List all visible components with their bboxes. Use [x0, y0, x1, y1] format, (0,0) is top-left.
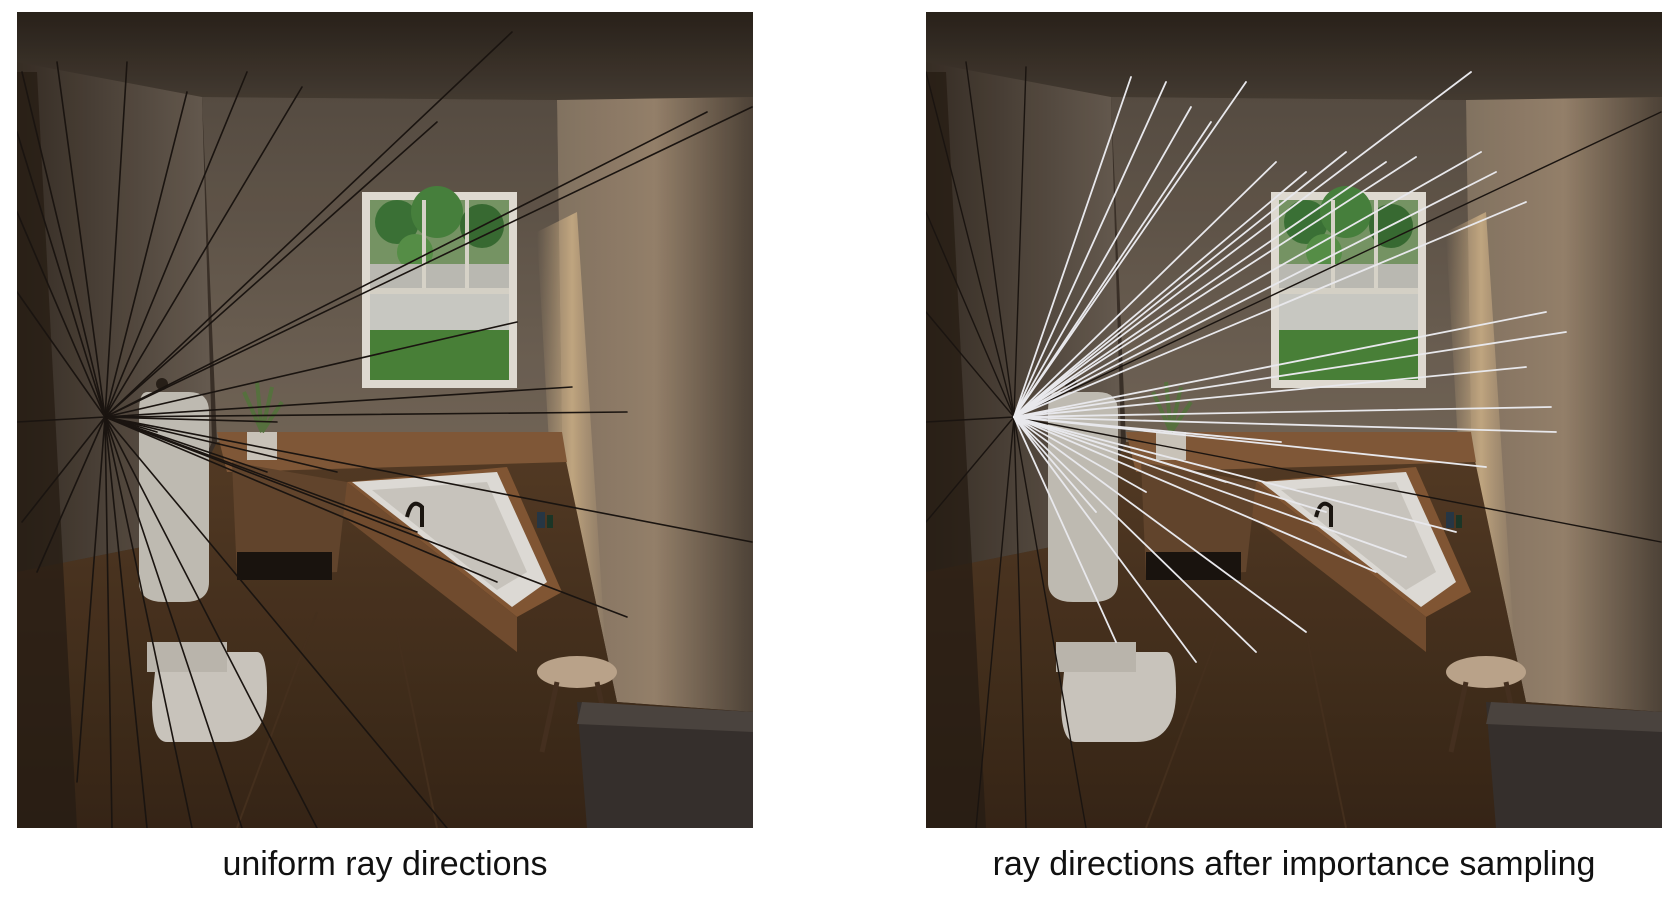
ray-importance-13	[1013, 171, 1497, 418]
ray-importance-29	[1013, 416, 1097, 513]
ray-importance-16	[1013, 331, 1567, 418]
bathroom-scene-uniform	[17, 12, 753, 828]
ray-bundle-importance	[1013, 71, 1567, 663]
ray-background-5	[926, 311, 1015, 418]
ray-uniform-25	[104, 416, 193, 828]
ray-uniform-15	[104, 416, 628, 618]
ray-uniform-16	[104, 416, 498, 583]
ray-background-4	[926, 211, 1015, 418]
ray-importance-1	[1013, 76, 1132, 418]
ray-background-11	[1013, 416, 1662, 543]
ray-uniform-26	[104, 416, 148, 828]
scene-render-importance	[926, 12, 1662, 828]
ray-uniform-33	[17, 131, 106, 418]
ray-background-7	[926, 416, 1015, 523]
ray-importance-25	[1013, 416, 1307, 633]
ray-background-10	[1013, 416, 1087, 828]
bathroom-interior-image	[17, 12, 753, 828]
ray-importance-18	[1013, 406, 1552, 418]
ray-importance-17	[1013, 366, 1527, 418]
ray-importance-22	[1013, 416, 1407, 558]
ray-importance-11	[1013, 71, 1472, 418]
ray-uniform-9	[104, 111, 708, 418]
ray-importance-7	[1013, 171, 1307, 418]
ray-importance-2	[1013, 81, 1167, 418]
ray-importance-8	[1013, 151, 1347, 418]
ray-background-1	[926, 71, 1015, 418]
caption-uniform-rays: uniform ray directions	[222, 845, 548, 883]
ray-importance-12	[1013, 151, 1482, 418]
ray-importance-27	[1013, 416, 1197, 663]
ray-uniform-31	[17, 291, 106, 418]
ray-importance-10	[1013, 156, 1417, 418]
ray-uniform-10	[104, 106, 753, 418]
ray-uniform-7	[104, 121, 438, 418]
ray-uniform-3	[104, 61, 128, 418]
ray-importance-3	[1013, 106, 1192, 418]
ray-uniform-30	[17, 416, 106, 423]
ray-importance-26	[1013, 416, 1257, 653]
ray-uniform-23	[104, 416, 318, 828]
ray-background-3	[1013, 66, 1027, 418]
ray-uniform-27	[104, 416, 113, 828]
ray-importance-15	[1013, 311, 1547, 418]
ray-uniform-5	[104, 71, 248, 418]
ray-importance-30	[1013, 416, 1147, 493]
ray-importance-14	[1013, 201, 1527, 418]
caption-importance-sampling: ray directions after importance sampling	[992, 845, 1596, 883]
ray-uniform-4	[104, 91, 188, 418]
ray-uniform-24	[104, 416, 243, 828]
ray-uniform-32	[17, 211, 106, 418]
ray-importance-28	[1013, 416, 1117, 643]
ray-uniform-29	[21, 416, 106, 523]
ray-importance-23	[1013, 416, 1377, 573]
ray-uniform-20	[104, 416, 268, 473]
bathroom-scene-importance	[926, 12, 1662, 828]
ray-importance-6	[1013, 161, 1277, 418]
ray-uniform-22	[104, 416, 448, 828]
ray-uniform-2	[56, 61, 106, 418]
ray-uniform-34	[36, 416, 106, 573]
ray-importance-32	[1013, 416, 1282, 443]
ray-uniform-28	[76, 416, 106, 783]
ray-uniform-21	[104, 416, 158, 433]
ray-importance-20	[1013, 416, 1487, 468]
ray-background-9	[1013, 416, 1027, 828]
ray-importance-5	[1013, 81, 1247, 418]
ray-uniform-6	[104, 86, 303, 418]
ray-uniform-12	[104, 386, 573, 418]
ray-importance-9	[1013, 161, 1387, 418]
ray-background-8	[975, 416, 1015, 828]
ray-uniform-11	[104, 321, 518, 418]
ray-uniform-1	[21, 71, 106, 418]
ray-importance-19	[1013, 416, 1557, 433]
ray-background-6	[926, 416, 1015, 423]
ray-importance-31	[1013, 416, 1227, 483]
ray-bundle-uniform	[17, 31, 753, 828]
ray-bundle-background	[926, 61, 1662, 828]
scene-render-uniform	[17, 12, 753, 828]
ray-uniform-17	[104, 416, 418, 533]
ray-uniform-18	[104, 416, 338, 473]
ray-uniform-13	[104, 411, 628, 418]
ray-background-2	[965, 61, 1015, 418]
ray-background-12	[1013, 111, 1662, 418]
ray-uniform-19	[104, 416, 278, 423]
ray-uniform-8	[104, 31, 513, 418]
ray-importance-21	[1013, 416, 1457, 533]
ray-uniform-14	[104, 416, 753, 543]
ray-importance-4	[1013, 121, 1212, 418]
